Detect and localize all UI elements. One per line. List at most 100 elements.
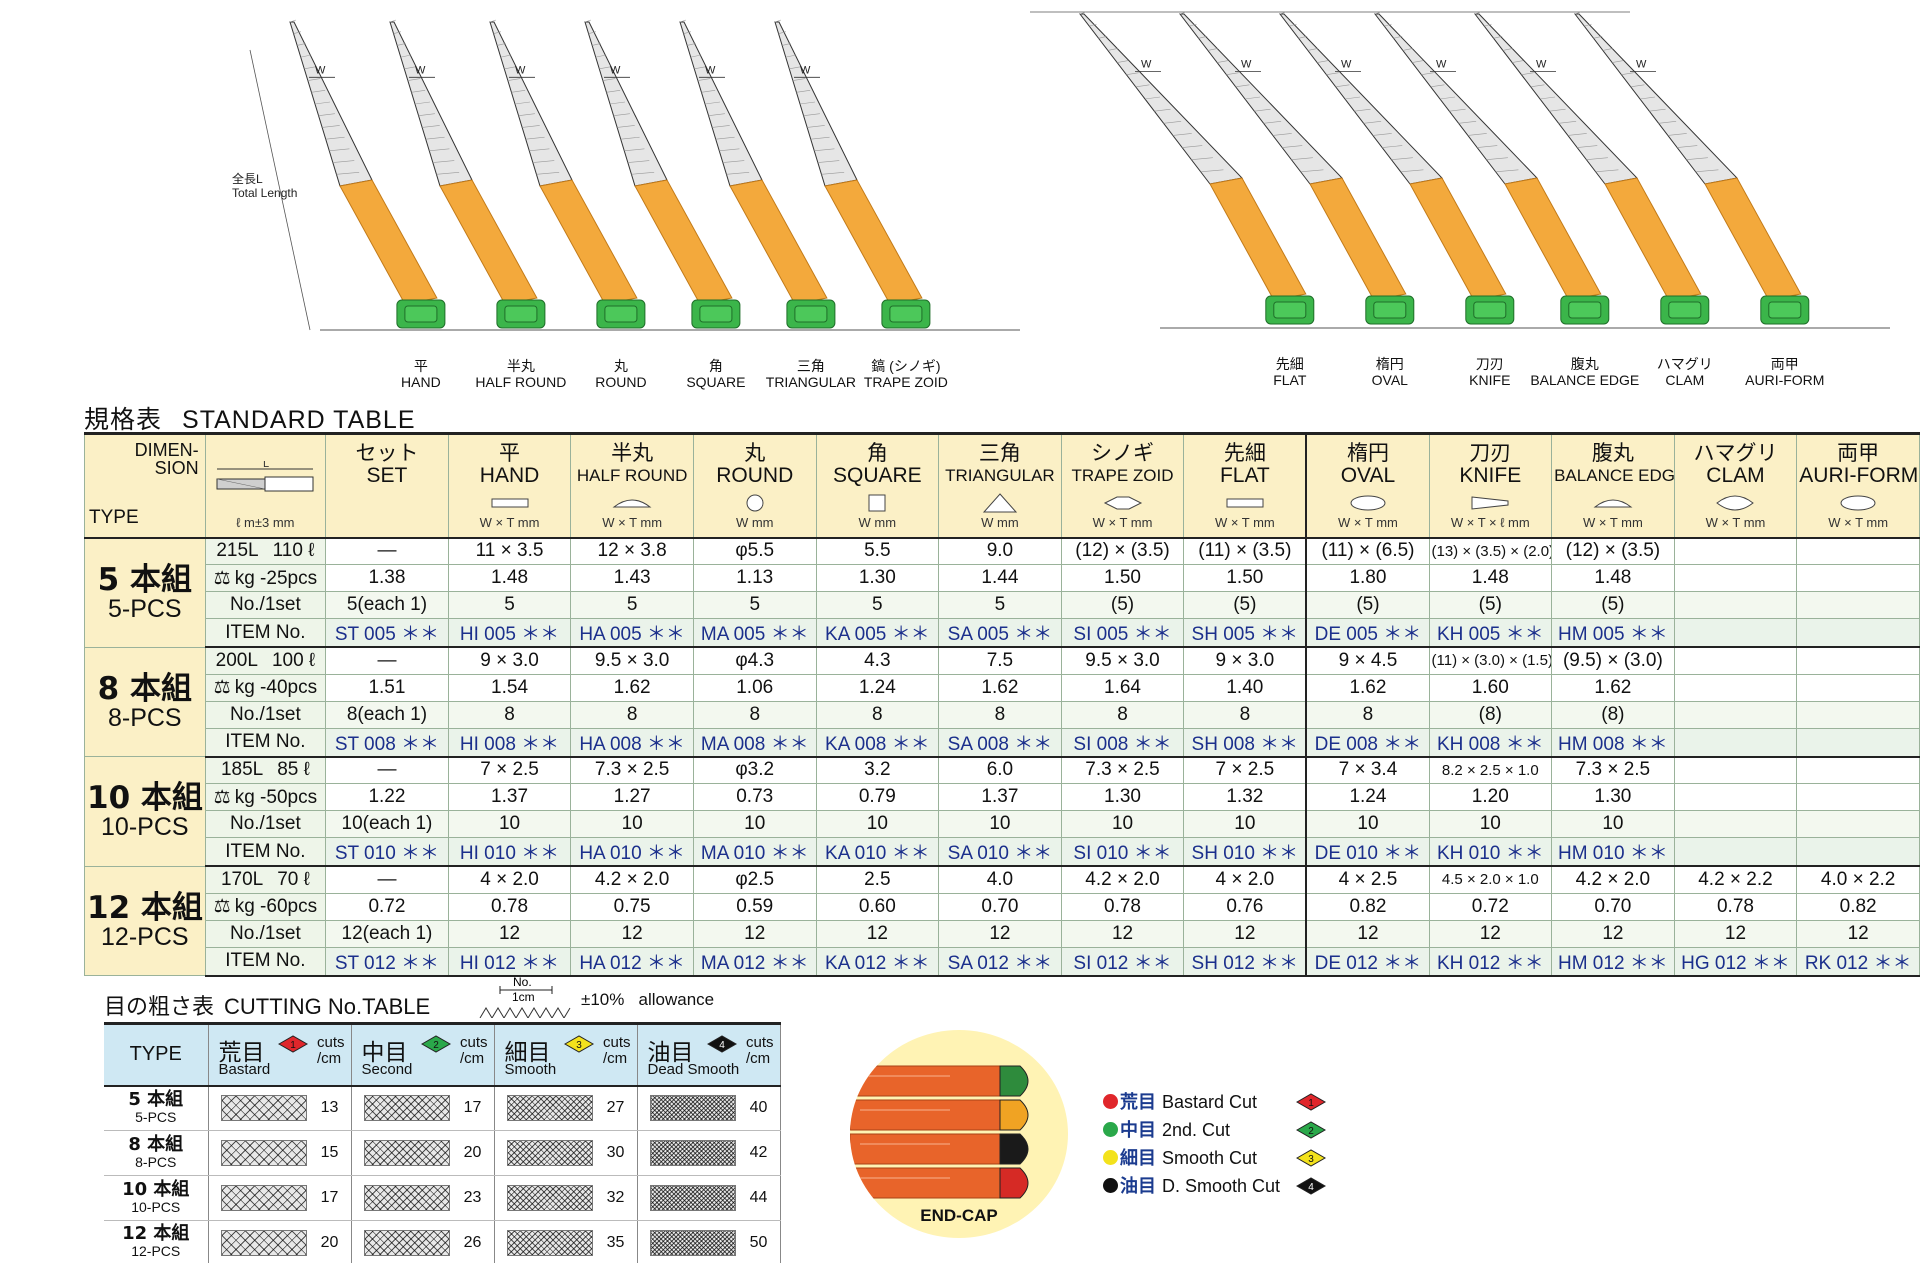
column-header-en: KNIFE [1459, 464, 1522, 487]
cut-pattern-swatch [649, 1140, 736, 1166]
file-flat: W [1078, 11, 1315, 325]
file-value-cell: 12 [1305, 919, 1430, 948]
file-label-en: SQUARE [686, 374, 746, 390]
set-value-cell: ST 012 ＊＊ [325, 946, 449, 977]
color-dot-icon [1103, 1094, 1118, 1109]
file-value-cell: 12 [1673, 919, 1798, 948]
column-header-en: CLAM [1706, 464, 1765, 487]
file-value-cell: 7 × 2.5 [447, 756, 572, 784]
file-value-cell: KA 010 ＊＊ [815, 837, 940, 867]
row-label: No./1set [204, 919, 327, 948]
file-value-cell: 12 [1551, 919, 1675, 948]
file-value-cell: (11) × (3.5) [1183, 537, 1308, 565]
set-value-cell: — [325, 756, 449, 784]
cross-section-icon [1840, 495, 1876, 511]
dimension-header-label: DIMEN- SION [134, 440, 199, 478]
end-cap-file [850, 1167, 1029, 1199]
file-value-cell: MA 010 ＊＊ [692, 837, 817, 867]
cut-pattern-swatch [506, 1140, 593, 1166]
file-value-cell: (13) × (3.5) × (2.0) [1428, 537, 1553, 565]
set-type-cell: 1088 本組8-PCS [84, 646, 206, 757]
column-header-jp: 楕円 [1346, 442, 1389, 465]
file-value-cell: 0.70 [938, 892, 1062, 921]
cross-section-icon [1103, 496, 1142, 510]
column-header-en: TRIANGULAR [945, 466, 1055, 485]
file-label-jp: 丸 [613, 358, 628, 374]
file-value-cell: 1.37 [938, 783, 1062, 811]
row-label: ⚖kg -40pcs [204, 673, 327, 702]
file-value-cell: 8 [447, 700, 572, 729]
row-label: ITEM No. [204, 618, 327, 648]
file-value-cell: MA 008 ＊＊ [692, 727, 817, 758]
file-value-cell: HA 008 ＊＊ [570, 727, 694, 758]
cuts-per-cm-cell: 27 [494, 1085, 638, 1131]
column-header-dim: W mm [981, 515, 1019, 530]
file-value-cell: 5 [570, 591, 694, 619]
file-value-cell [1796, 837, 1920, 867]
scale-icon: ⚖ [213, 786, 231, 808]
file-value-cell [1673, 810, 1798, 838]
cuts-per-cm-cell: 13 [208, 1085, 352, 1131]
file-value-cell [1796, 591, 1920, 619]
cut-pattern-swatch [506, 1095, 593, 1122]
cutting-type-header: TYPE [104, 1022, 209, 1087]
grade-jp: 荒目 [218, 1040, 265, 1066]
grade-en: Bastard [218, 1061, 271, 1078]
column-header-en: HALF ROUND [576, 466, 688, 485]
file-value-cell: 0.60 [815, 892, 940, 921]
dimension-sketch-icon: L [216, 461, 314, 492]
cuts-per-cm-value: 50 [749, 1233, 768, 1251]
cuts-per-cm-cell: 40 [637, 1085, 781, 1131]
file-value-cell [1673, 700, 1798, 729]
file-value-cell: 1.06 [692, 673, 817, 702]
color-dot-icon [1103, 1122, 1118, 1137]
file-value-cell: (8) [1551, 700, 1675, 729]
file-value-cell: 0.78 [1060, 892, 1185, 921]
cut-pitch-cm: 1cm [512, 990, 535, 1004]
file-label-jp: 腹丸 [1570, 356, 1599, 372]
file-value-cell: 4.2 × 2.2 [1673, 865, 1798, 894]
end-cap-label: END-CAP [920, 1206, 998, 1225]
cross-section-icon [868, 494, 886, 512]
file-value-cell [1673, 673, 1798, 702]
file-value-cell: 4 × 2.5 [1305, 865, 1430, 894]
cutting-type-en: 5-PCS [135, 1108, 177, 1125]
legend-jp: 細目 [1120, 1148, 1156, 1169]
column-header-en: FLAT [1219, 464, 1270, 487]
file-value-cell [1673, 591, 1798, 619]
file-auri-form: W [1573, 11, 1810, 325]
standard-table-title-en: STANDARD TABLE [182, 406, 416, 434]
end-cap-files-drawing [850, 1065, 1029, 1199]
file-label-en: OVAL [1371, 372, 1408, 388]
allowance-pct: ±10% [581, 990, 625, 1009]
file-value-cell: 1.44 [938, 564, 1062, 592]
cuts-per-cm-value: 32 [606, 1189, 625, 1207]
file-value-cell: φ5.5 [692, 537, 817, 565]
file-hand: W [289, 19, 446, 329]
column-header-jp: 両甲 [1837, 442, 1880, 465]
set-type-jp: 10 本組 [87, 780, 203, 817]
scale-icon: ⚖ [213, 896, 231, 917]
file-value-cell [1673, 837, 1798, 867]
legend-diamond-icon: 3 [1295, 1149, 1327, 1167]
file-value-cell: HA 010 ＊＊ [570, 837, 694, 867]
set-type-jp: 12 本組 [87, 889, 203, 926]
set-value-cell: 0.72 [325, 892, 449, 921]
row-label: No./1set [204, 700, 327, 729]
file-value-cell: 5.5 [815, 537, 940, 565]
file-value-cell: HI 010 ＊＊ [447, 837, 572, 867]
file-value-cell: HM 008 ＊＊ [1551, 727, 1675, 758]
set-header-en: SET [366, 464, 408, 487]
column-header-jp: 半丸 [611, 442, 654, 465]
file-value-cell: 1.80 [1305, 564, 1430, 592]
file-value-cell: SA 012 ＊＊ [938, 946, 1062, 977]
cross-section-icon [612, 499, 652, 508]
file-value-cell: 1.30 [1551, 783, 1675, 811]
file-value-cell: HA 005 ＊＊ [570, 618, 694, 648]
